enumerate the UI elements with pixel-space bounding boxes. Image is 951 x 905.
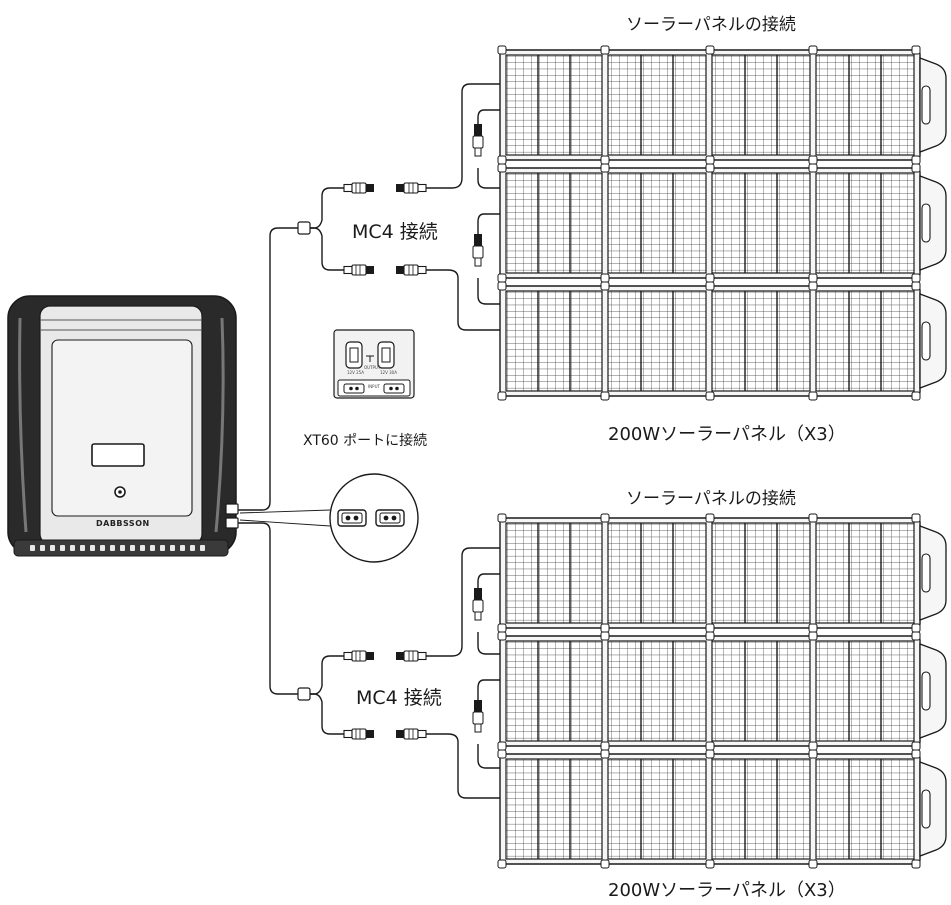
port-tiny-label: INPUT bbox=[368, 384, 380, 389]
port-tiny-label: 12V 25A bbox=[347, 370, 364, 375]
upper-mc4-label: MC4 接続 bbox=[352, 221, 438, 243]
solar-panel-group-upper bbox=[497, 45, 947, 401]
mc4-jumper bbox=[472, 123, 484, 157]
solar-panel-group-lower bbox=[497, 513, 947, 869]
xt60-port-label: XT60 ポートに接続 bbox=[303, 433, 428, 449]
power-station bbox=[7, 295, 239, 557]
mc4-plug bbox=[343, 728, 375, 740]
lower-mc4-label: MC4 接続 bbox=[356, 687, 442, 709]
y-splitter bbox=[297, 221, 311, 235]
solar-panel bbox=[497, 513, 947, 633]
cables bbox=[236, 83, 500, 799]
mc4-connectors-lower bbox=[297, 587, 484, 740]
solar-panel bbox=[497, 749, 947, 869]
mc4-jumper bbox=[472, 587, 484, 621]
mc4-socket bbox=[395, 728, 427, 740]
port-tiny-label: OUTPUT bbox=[364, 365, 381, 370]
mc4-jumper bbox=[472, 699, 484, 733]
lower-group-caption: 200Wソーラーパネル（X3） bbox=[608, 880, 846, 901]
solar-panel bbox=[497, 163, 947, 283]
mc4-socket bbox=[395, 264, 427, 276]
mc4-jumper bbox=[472, 233, 484, 267]
xt60-port-1 bbox=[225, 503, 239, 515]
lower-group-heading: ソーラーパネルの接続 bbox=[626, 489, 796, 509]
xt60-port-panel bbox=[333, 329, 415, 399]
upper-group-heading: ソーラーパネルの接続 bbox=[626, 15, 796, 35]
port-tiny-label: 12V 30A bbox=[380, 370, 397, 375]
upper-group-caption: 200Wソーラーパネル（X3） bbox=[608, 424, 846, 445]
mc4-plug bbox=[343, 264, 375, 276]
mc4-plug bbox=[343, 650, 375, 662]
station-brand-logo: DABBSSON bbox=[96, 519, 150, 528]
xt60-port-2 bbox=[225, 517, 239, 529]
solar-panel bbox=[497, 281, 947, 401]
mc4-plug bbox=[343, 182, 375, 194]
y-splitter bbox=[297, 687, 311, 701]
display-screen bbox=[91, 443, 145, 467]
mc4-socket bbox=[395, 650, 427, 662]
solar-panel bbox=[497, 45, 947, 165]
mc4-connectors-upper bbox=[297, 123, 484, 276]
xt60-zoom-callout bbox=[239, 473, 419, 563]
solar-panel bbox=[497, 631, 947, 751]
mc4-socket bbox=[395, 182, 427, 194]
